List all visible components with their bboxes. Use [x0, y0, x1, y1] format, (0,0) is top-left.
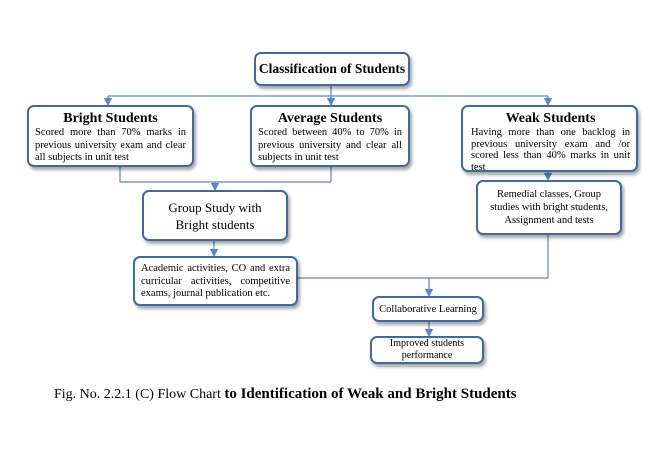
weak-students-title: Weak Students: [505, 111, 596, 126]
remedial-box: Remedial classes, Group studies with bri…: [476, 180, 622, 235]
remedial-text: Remedial classes, Group studies with bri…: [490, 189, 608, 226]
classification-box: Classification of Students: [254, 52, 410, 86]
average-students-box: Average Students Scored between 40% to 7…: [250, 105, 410, 167]
group-study-box: Group Study with Bright students: [142, 190, 288, 241]
weak-students-criteria: Having more than one backlog in previous…: [471, 127, 630, 173]
bright-students-title: Bright Students: [63, 111, 158, 126]
improved-performance-box: Improved students performance: [370, 336, 484, 364]
classification-title: Classification of Students: [258, 61, 406, 76]
academic-activities-text: Academic activities, CO and extra curric…: [141, 263, 290, 299]
collaborative-learning-text: Collaborative Learning: [379, 303, 477, 315]
weak-students-box: Weak Students Having more than one backl…: [461, 105, 638, 173]
academic-activities-box: Academic activities, CO and extra curric…: [133, 256, 298, 306]
improved-performance-text: Improved students performance: [389, 338, 465, 361]
average-students-criteria: Scored between 40% to 70% in previous un…: [258, 127, 402, 163]
collaborative-learning-box: Collaborative Learning: [372, 296, 484, 322]
caption-title: to Identification of Weak and Bright Stu…: [224, 386, 517, 402]
figure-caption: Fig. No. 2.2.1 (C) Flow Chart to Identif…: [54, 385, 644, 403]
average-students-title: Average Students: [277, 111, 383, 126]
caption-prefix: Fig. No. 2.2.1 (C) Flow Chart: [54, 387, 225, 402]
bright-students-box: Bright Students Scored more than 70% mar…: [27, 105, 194, 167]
group-study-text: Group Study with Bright students: [168, 199, 262, 232]
bright-students-criteria: Scored more than 70% marks in previous u…: [35, 127, 186, 163]
